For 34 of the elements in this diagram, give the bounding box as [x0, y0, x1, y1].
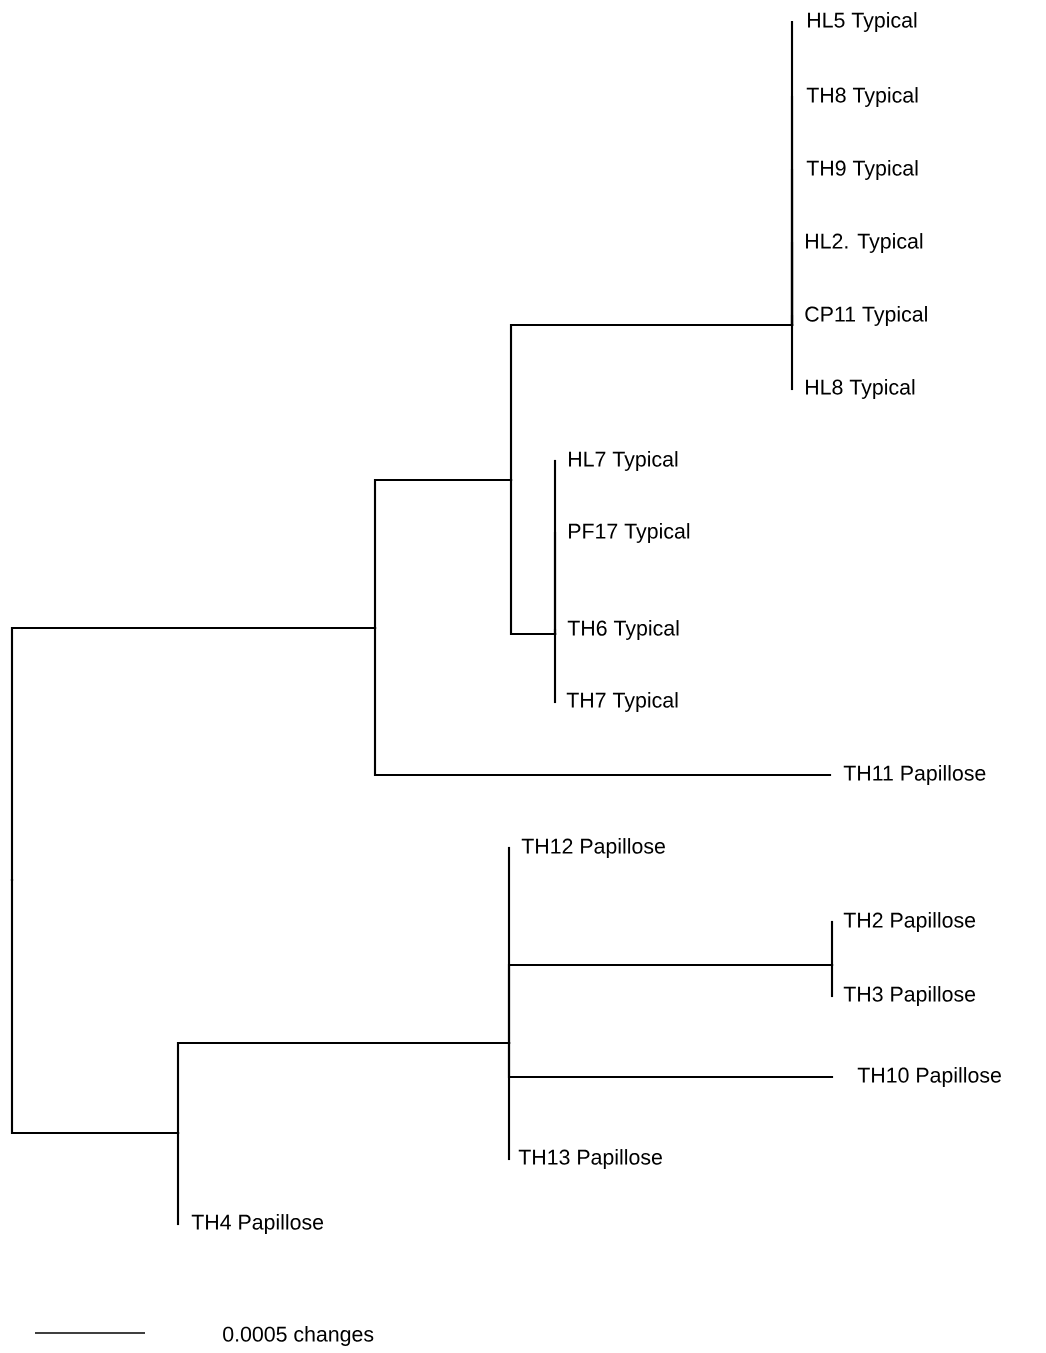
- taxon-label: TH10 Papillose: [857, 1067, 1001, 1087]
- branch-line: [830, 963, 834, 998]
- taxon-label: HL2. Typical: [806, 233, 923, 253]
- branch-line: [509, 478, 557, 636]
- branch-line: [507, 963, 834, 1045]
- taxon-label: TH4 Papillose: [191, 1214, 324, 1234]
- branch-line: [10, 878, 180, 1135]
- branch-line: [373, 626, 832, 777]
- branch-line: [553, 628, 557, 636]
- taxon-label: HL7 Typical: [569, 451, 678, 471]
- branch-line: [790, 323, 794, 391]
- taxon-label: PF17 Typical: [569, 523, 690, 543]
- branch-line: [507, 1041, 511, 1161]
- branch-line: [176, 1041, 511, 1135]
- taxon-label: TH12 Papillose: [521, 838, 665, 858]
- taxon-label: TH6 Typical: [567, 620, 679, 640]
- taxon-label: TH2 Papillose: [843, 912, 976, 932]
- taxon-label: TH7 Typical: [566, 692, 678, 712]
- taxon-label: TH8 Typical: [806, 87, 918, 107]
- branch-line: [10, 626, 377, 882]
- taxon-label: HL5 Typical: [808, 12, 917, 32]
- taxon-label: CP11 Typical: [805, 306, 927, 326]
- branch-line: [509, 323, 794, 482]
- taxon-label: TH3 Papillose: [843, 986, 976, 1006]
- branch-line: [176, 1131, 180, 1226]
- scale-label: 0.0005 changes: [223, 1326, 374, 1346]
- branch-line: [790, 314, 794, 327]
- taxon-label: TH11 Papillose: [843, 765, 986, 785]
- taxon-label: HL8 Typical: [806, 379, 915, 399]
- branch-line: [373, 478, 513, 630]
- branch-line: [553, 632, 557, 704]
- taxon-label: TH13 Papillose: [518, 1149, 662, 1169]
- taxon-label: TH9 Typical: [806, 160, 918, 180]
- branch-line: [830, 920, 834, 967]
